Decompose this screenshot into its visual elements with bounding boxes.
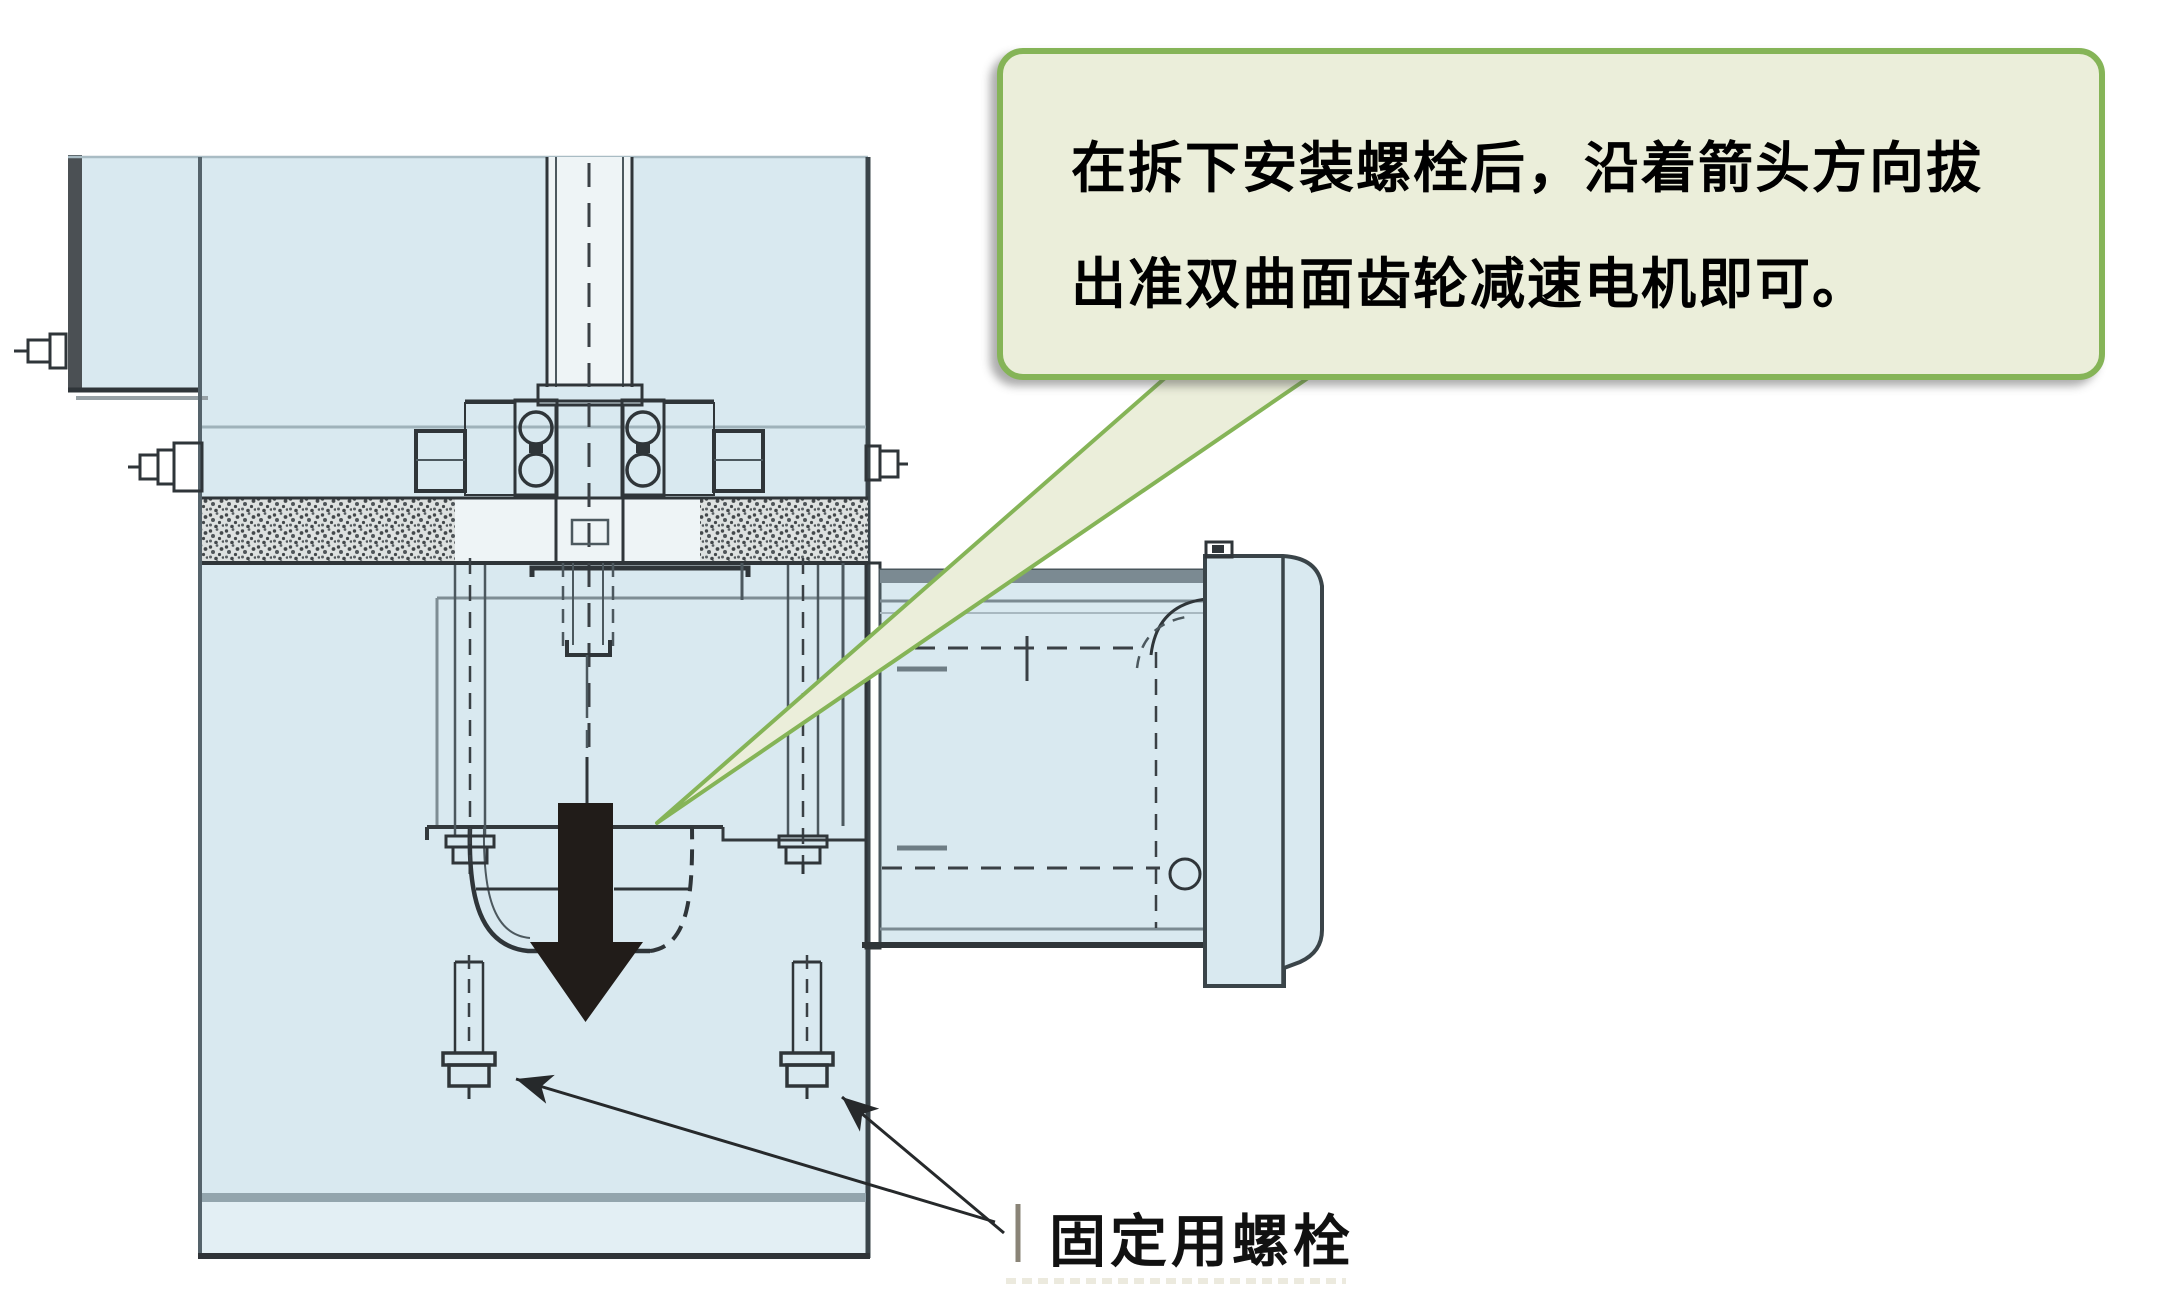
removed-bolt-left (441, 955, 497, 1099)
bearing-assembly (414, 398, 765, 546)
callout-text-line2: 出准双曲面齿轮减速电机即可。 (1071, 252, 1870, 316)
motor-terminal-stub (1204, 540, 1234, 559)
callout-bubble: 在拆下安装螺栓后，沿着箭头方向拔 出准双曲面齿轮减速电机即可。 (997, 48, 2105, 380)
mounting-plate (202, 496, 868, 565)
mounting-bolts-removed (441, 955, 835, 1099)
fixing-bolts-label: 固定用螺栓 (1049, 1209, 1354, 1275)
removed-bolt-right (779, 955, 835, 1099)
flange-bolt-left (14, 332, 68, 370)
leader-arrow-right (841, 1095, 1005, 1235)
callout-text-line1: 在拆下安装螺栓后，沿着箭头方向拔 (1071, 136, 1984, 200)
output-shaft (536, 157, 644, 755)
side-bolt-right (864, 444, 908, 482)
gear-motor (862, 540, 1324, 988)
output-cover (467, 826, 650, 954)
bearing-ball (518, 452, 554, 488)
bearing-ball (625, 452, 661, 488)
pull-arrow (530, 757, 643, 1022)
motor-end-cap (1203, 554, 1324, 988)
flange-edge-bar (68, 155, 82, 392)
attached-bolt-left (444, 558, 496, 874)
leader-arrows (515, 1074, 1346, 1284)
machine-body (14, 155, 908, 1259)
pull-direction-arrow-icon (530, 803, 643, 1022)
base-seam-line (202, 1193, 866, 1202)
side-bolt-left (128, 441, 204, 493)
leader-arrow-left (515, 1074, 996, 1224)
motor-screw (1168, 857, 1202, 891)
mounting-bolts-attached (444, 558, 829, 874)
